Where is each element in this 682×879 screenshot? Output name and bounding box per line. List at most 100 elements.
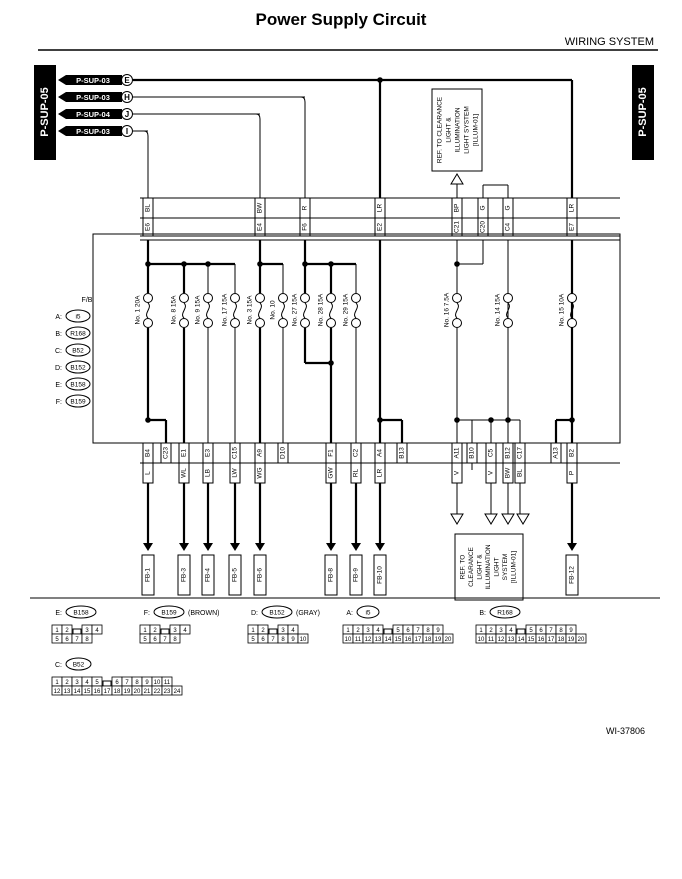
ref-bottom-line: LIGHT <box>494 557 501 576</box>
connector-pin: 6 <box>539 628 543 634</box>
fuse-label: No. 16 7.5A <box>444 292 451 327</box>
dest-FB-8: FB-8 <box>324 543 338 596</box>
ref-bottom-line: ILLUMINATION <box>485 544 492 589</box>
connector-pin: 9 <box>436 628 440 634</box>
fuse-terminal <box>255 318 265 328</box>
connector-pin: 2 <box>356 628 360 634</box>
fb-legend-key: A: <box>55 314 62 321</box>
fuse-12: No. 15 10A <box>559 293 577 328</box>
fuse-terminal <box>351 318 361 328</box>
connector-pin-cell <box>171 685 183 696</box>
fuse-terminal <box>300 318 310 328</box>
side-tab-right-label: P-SUP-05 <box>637 87 649 137</box>
fuse-element <box>303 302 307 319</box>
arrow-down-icon <box>230 543 240 551</box>
ref-top-line: ILLUMINATION <box>455 107 462 152</box>
fuse-element <box>570 302 574 319</box>
fuse-terminal <box>203 318 213 328</box>
terminal-wire-code: LR <box>377 469 384 478</box>
connector-key-notch <box>102 680 112 687</box>
connector-pin: 19 <box>568 637 575 643</box>
connector-id: R168 <box>497 610 513 617</box>
connector-key: C: <box>55 662 62 669</box>
fuse-element <box>455 302 459 319</box>
connector-pin-cell <box>297 633 309 644</box>
connector-pin: 23 <box>164 689 171 695</box>
connector-pin: 1 <box>346 628 350 634</box>
terminal-wire-code: BL <box>517 469 524 477</box>
connector-key: B: <box>479 610 486 617</box>
terminal-bottom-D10: D10 <box>277 442 289 464</box>
source-ref-tag <box>58 92 122 102</box>
source-letter: I <box>126 127 128 136</box>
terminal-wire-code: V <box>454 470 461 475</box>
junction-dot <box>377 77 383 83</box>
fuse-label: No. 29 15A <box>343 293 350 326</box>
connector-pin: 3 <box>499 628 503 634</box>
connector-pin: 6 <box>65 637 69 643</box>
terminal-pin: C23 <box>163 447 170 459</box>
fuse-element <box>146 302 150 319</box>
dest-label: FB-12 <box>569 566 576 584</box>
dest-box <box>177 554 191 596</box>
connector-pin: 2 <box>153 628 157 634</box>
ref-bottom-line: [ILLUM-01] <box>511 551 518 583</box>
connector-pin-cell <box>442 633 454 644</box>
terminal-wire-code: WG <box>257 467 264 478</box>
terminal-box <box>396 442 408 464</box>
connector-key-notch <box>268 628 278 635</box>
terminal-wire-code: V <box>488 470 495 475</box>
connector-pin: 3 <box>366 628 370 634</box>
terminal-bottom-A13: A13 <box>550 442 562 464</box>
connector-pin: 6 <box>153 637 157 643</box>
terminal-bottom-B10: B10 <box>466 442 478 464</box>
source-letter-circle <box>121 91 133 103</box>
junction-dot <box>145 417 151 423</box>
connector-pin-cell <box>91 624 103 635</box>
side-tab-right: P-SUP-05 <box>632 65 654 160</box>
connector-pin: 15 <box>84 689 91 695</box>
ref-bottom-line: REF. TO <box>460 555 467 580</box>
fb-legend-oval <box>65 394 91 408</box>
fuse-3: No. 9 15A <box>195 293 213 328</box>
terminal-pin: A4 <box>377 449 384 457</box>
terminal-pin: C21 <box>454 221 461 233</box>
source-letter: J <box>125 110 129 119</box>
connector-pin: 10 <box>478 637 485 643</box>
terminal-wire-code: P <box>569 471 576 475</box>
terminal-pin: E1 <box>181 449 188 457</box>
connector-pin: 14 <box>518 637 525 643</box>
connector-oval <box>65 657 92 671</box>
wire-bend <box>255 113 261 120</box>
fb-legend-oval <box>65 326 91 340</box>
connector-pin: 12 <box>365 637 372 643</box>
fuse-9: No. 29 15A <box>343 293 361 328</box>
connector-pin: 7 <box>271 637 275 643</box>
terminal-pin: A9 <box>257 449 264 457</box>
connector-id: B152 <box>269 610 285 617</box>
wire-bend <box>300 96 306 103</box>
fb-legend-oval <box>65 377 91 391</box>
terminal-wire-code: G <box>480 205 487 210</box>
connector-pin: 1 <box>143 628 147 634</box>
ref-box-top-frame <box>431 88 483 172</box>
connector-key: A: <box>346 610 353 617</box>
arrow-down-icon <box>203 543 213 551</box>
connector-pin: 10 <box>300 637 307 643</box>
terminal-pin: C2 <box>353 448 360 457</box>
fuse-terminal <box>179 318 189 328</box>
connector-id: i5 <box>365 610 370 617</box>
connector-pin: 8 <box>426 628 430 634</box>
terminal-pin: B12 <box>505 447 512 459</box>
connector-pin: 5 <box>143 637 147 643</box>
connector-pin: 13 <box>508 637 515 643</box>
section-label: WIRING SYSTEM <box>564 36 654 48</box>
